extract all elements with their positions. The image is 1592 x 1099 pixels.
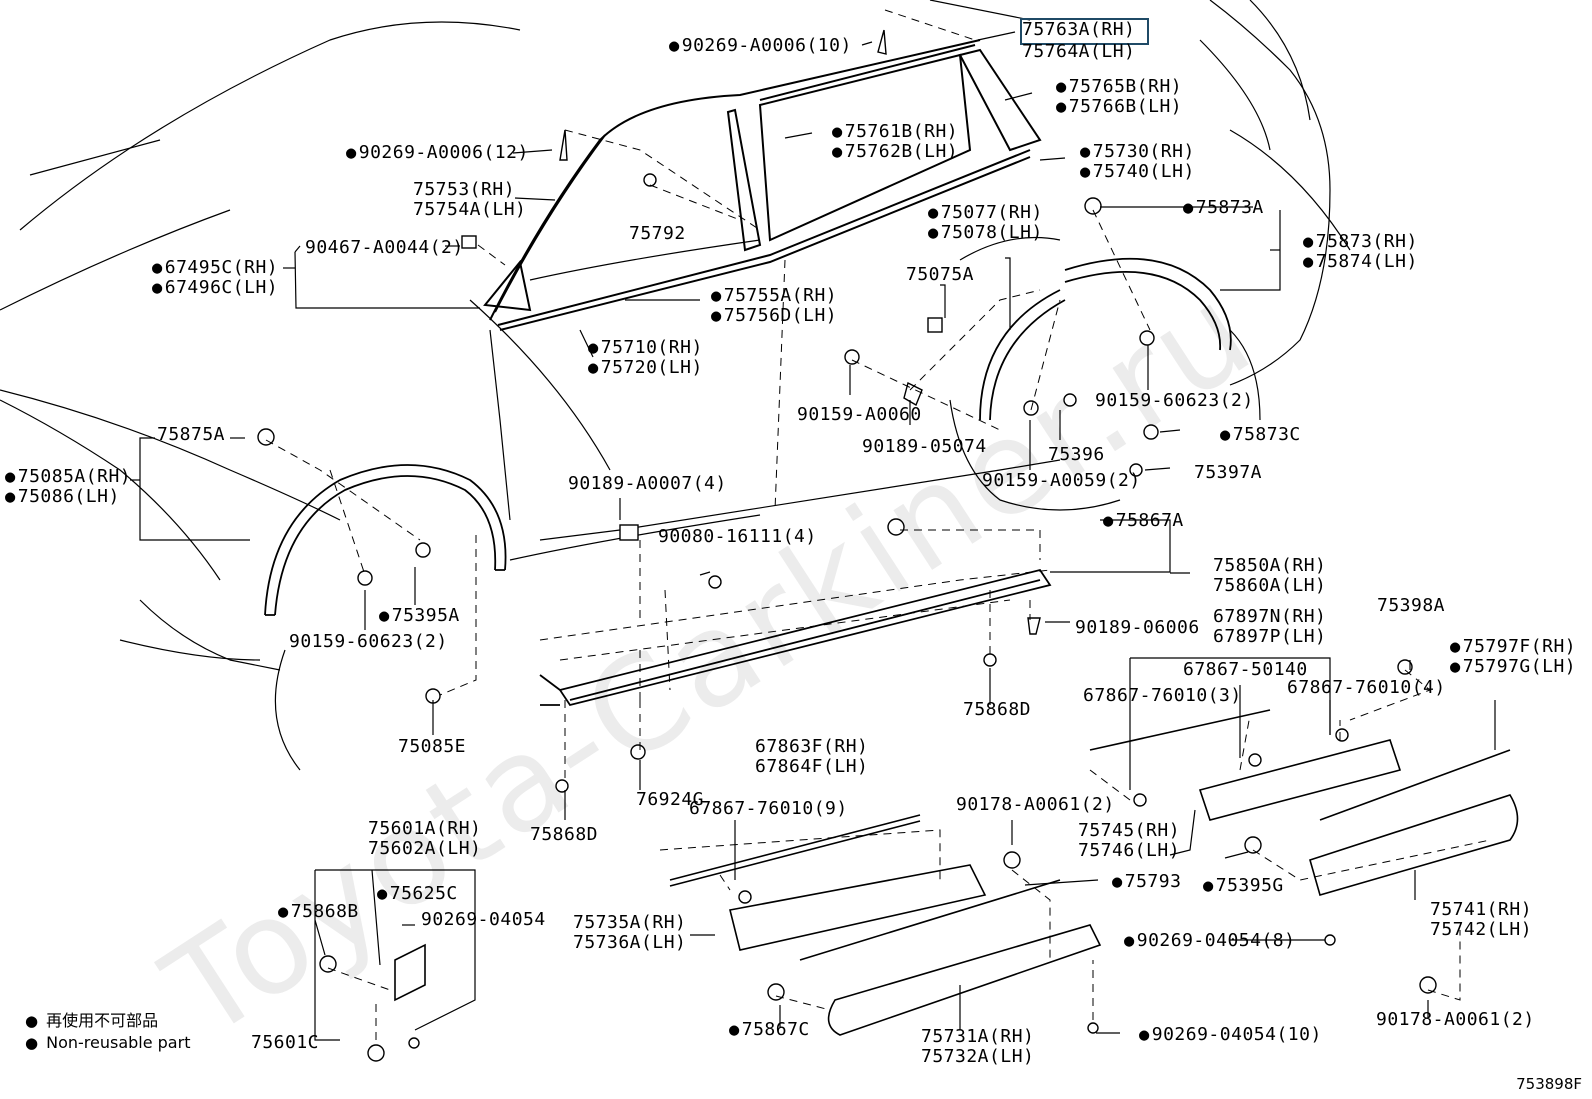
part-label[interactable]: 75735A(RH)	[573, 912, 687, 933]
part-label[interactable]: 90159-60623(2)	[1095, 390, 1254, 411]
part-label[interactable]: 90159-A0060	[797, 404, 922, 425]
part-label[interactable]: 90189-05074	[862, 436, 987, 457]
part-label[interactable]: 90467-A0044(2)	[305, 237, 464, 258]
part-label[interactable]: 75753(RH)	[413, 179, 516, 200]
selected-part-highlight	[1020, 18, 1149, 45]
part-label[interactable]: 67867-50140	[1183, 659, 1308, 680]
part-label[interactable]: ●75867C	[729, 1019, 810, 1041]
fasteners	[257, 29, 1437, 1062]
part-label-selected[interactable]: 75763A(RH)	[1022, 19, 1136, 40]
part-label[interactable]: 75746(LH)	[1078, 840, 1181, 861]
rocker-moulding	[539, 568, 1052, 707]
part-label[interactable]: 75398A	[1377, 595, 1446, 616]
part-label[interactable]: ●75793	[1112, 871, 1182, 893]
part-label[interactable]: 90189-A0007(4)	[568, 473, 727, 494]
part-label[interactable]: 67867-76010(3)	[1083, 685, 1242, 706]
rear-wheel-arch	[979, 257, 1232, 421]
part-label[interactable]: ●75086(LH)	[5, 486, 120, 508]
part-label[interactable]: 75764A(LH)	[1022, 41, 1136, 62]
part-label[interactable]: 67863F(RH)	[755, 736, 869, 757]
part-label[interactable]: 90159-60623(2)	[289, 631, 448, 652]
part-label[interactable]: 90269-04054	[421, 909, 546, 930]
legend-non-reusable-en: ●Non-reusable part	[25, 1033, 191, 1052]
part-label[interactable]: ●75085A(RH)	[5, 466, 132, 488]
part-label[interactable]: ●75730(RH)	[1080, 141, 1195, 163]
front-wheel-arch	[264, 464, 507, 616]
part-label[interactable]: 67864F(LH)	[755, 756, 869, 777]
part-label[interactable]: ●75078(LH)	[928, 222, 1043, 244]
part-label[interactable]: ●90269-A0006(10)	[669, 35, 852, 57]
part-label[interactable]: ●75762B(LH)	[832, 141, 959, 163]
part-label[interactable]: 75085E	[398, 736, 467, 757]
vehicle-outline	[0, 0, 1351, 771]
part-label[interactable]: 75850A(RH)	[1213, 555, 1327, 576]
part-label[interactable]: 75741(RH)	[1430, 899, 1533, 920]
part-label[interactable]: ●75873(RH)	[1303, 231, 1418, 253]
window-mouldings	[483, 39, 1042, 331]
part-label[interactable]: 67897N(RH)	[1213, 606, 1327, 627]
part-label[interactable]: ●75761B(RH)	[832, 121, 959, 143]
part-label[interactable]: 75868D	[530, 824, 599, 845]
dashed-leaders	[265, 9, 1491, 1040]
part-label[interactable]: 67867-76010(4)	[1287, 677, 1446, 698]
part-label[interactable]: ●75395A	[379, 605, 460, 627]
part-label[interactable]: 75754A(LH)	[413, 199, 527, 220]
figure-id: 753898F	[1516, 1075, 1582, 1093]
part-label[interactable]: ●75720(LH)	[588, 357, 703, 379]
part-label[interactable]: 75860A(LH)	[1213, 575, 1327, 596]
part-label[interactable]: ●75873C	[1220, 424, 1301, 446]
part-label[interactable]: 90178-A0061(2)	[956, 794, 1115, 815]
part-label[interactable]: 75875A	[157, 424, 226, 445]
leader-lines	[130, 31, 1496, 1041]
part-label[interactable]: ●75867A	[1103, 510, 1184, 532]
part-label[interactable]: ●75874(LH)	[1303, 251, 1418, 273]
part-label[interactable]: ●90269-04054(10)	[1139, 1024, 1322, 1046]
part-label[interactable]: ●90269-04054(8)	[1124, 930, 1296, 952]
part-label[interactable]: ●67495C(RH)	[152, 257, 279, 279]
part-label[interactable]: 75742(LH)	[1430, 919, 1533, 940]
part-label[interactable]: ●75755A(RH)	[711, 285, 838, 307]
part-label[interactable]: ●75765B(RH)	[1056, 76, 1183, 98]
part-label[interactable]: 75396	[1048, 444, 1105, 465]
part-label[interactable]: 90178-A0061(2)	[1376, 1009, 1535, 1030]
part-label[interactable]: 90080-16111(4)	[658, 526, 817, 547]
lower-mouldings	[394, 709, 1519, 1036]
part-label[interactable]: 75601A(RH)	[368, 818, 482, 839]
part-label[interactable]: ●75395G	[1203, 875, 1284, 897]
part-label[interactable]: ●75868B	[278, 901, 359, 923]
part-label[interactable]: ●75797G(LH)	[1450, 656, 1577, 678]
part-label[interactable]: 75075A	[906, 264, 975, 285]
part-label[interactable]: ●75077(RH)	[928, 202, 1043, 224]
legend-non-reusable-jp: ●再使用不可部品	[25, 1011, 159, 1030]
part-label[interactable]: ●75797F(RH)	[1450, 636, 1577, 658]
part-label[interactable]: 75792	[629, 223, 686, 244]
part-label[interactable]: 75602A(LH)	[368, 838, 482, 859]
part-label[interactable]: 75731A(RH)	[921, 1026, 1035, 1047]
part-label[interactable]: 90159-A0059(2)	[982, 470, 1141, 491]
part-label[interactable]: ●67496C(LH)	[152, 277, 279, 299]
part-label[interactable]: 90189-06006	[1075, 617, 1200, 638]
part-label[interactable]: ●75740(LH)	[1080, 161, 1195, 183]
part-label[interactable]: 75601C	[251, 1032, 320, 1053]
part-label[interactable]: 76924G	[636, 789, 705, 810]
part-label[interactable]: 75397A	[1194, 462, 1263, 483]
part-label[interactable]: ●75873A	[1183, 197, 1264, 219]
part-label[interactable]: 75736A(LH)	[573, 932, 687, 953]
part-label[interactable]: ●90269-A0006(12)	[346, 142, 529, 164]
part-label[interactable]: ●75710(RH)	[588, 337, 703, 359]
part-label[interactable]: ●75756D(LH)	[711, 305, 838, 327]
part-label[interactable]: 75732A(LH)	[921, 1046, 1035, 1067]
part-label[interactable]: 67867-76010(9)	[689, 798, 848, 819]
part-label[interactable]: 75745(RH)	[1078, 820, 1181, 841]
part-label[interactable]: 75868D	[963, 699, 1032, 720]
part-label[interactable]: 67897P(LH)	[1213, 626, 1327, 647]
part-label[interactable]: ●75766B(LH)	[1056, 96, 1183, 118]
part-label[interactable]: ●75625C	[377, 883, 458, 905]
